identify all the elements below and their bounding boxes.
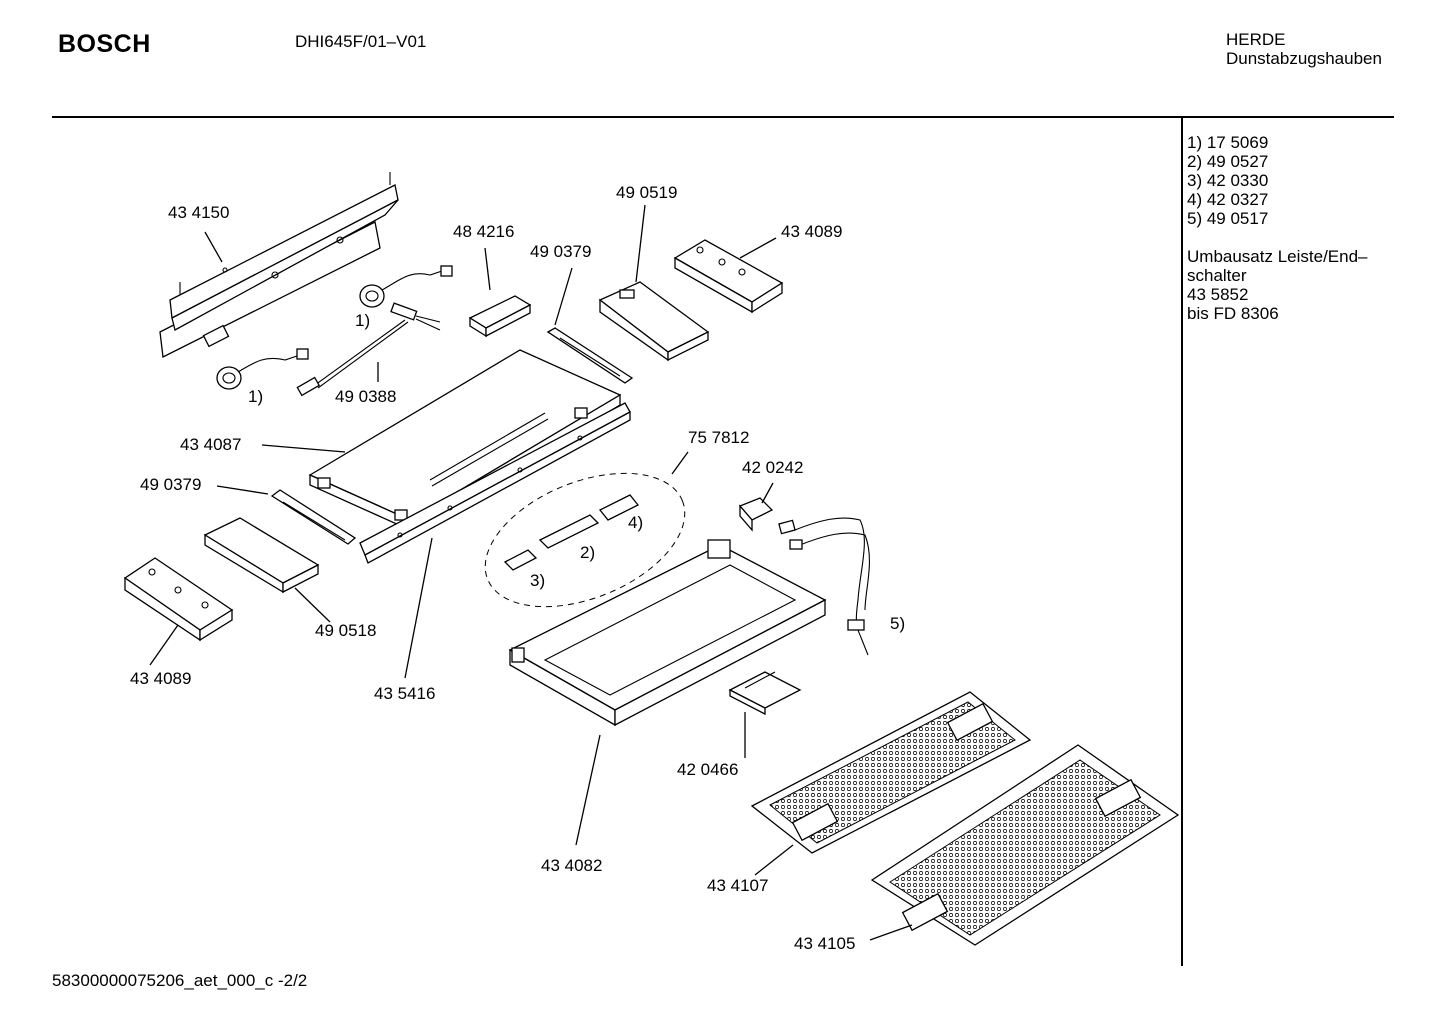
model-number: DHI645F/01–V01 — [295, 32, 427, 51]
label-434105: 43 4105 — [794, 934, 855, 953]
label-490388: 49 0388 — [335, 387, 396, 406]
label-note-1-upper: 1) — [355, 311, 370, 330]
label-434107: 43 4107 — [707, 876, 768, 895]
note-item-4: 4) 42 0327 — [1187, 190, 1269, 209]
cover-420466 — [728, 671, 802, 716]
document-id: 58300000075206_aet_000_c -2/2 — [52, 971, 308, 990]
label-note-4: 4) — [628, 513, 643, 532]
note-item-5: 5) 49 0517 — [1187, 209, 1269, 228]
label-note-2: 2) — [580, 543, 595, 562]
note-item-3: 3) 42 0330 — [1187, 171, 1269, 190]
lamp-holder-lower — [216, 348, 309, 390]
note-item-1: 1) 17 5069 — [1187, 133, 1269, 152]
label-434089-lower: 43 4089 — [130, 669, 191, 688]
note-item-2: 2) 49 0527 — [1187, 152, 1269, 171]
switch-strip-lower — [270, 489, 357, 545]
kit-line-1: Umbausatz Leiste/End– — [1187, 247, 1368, 266]
label-490519: 49 0519 — [616, 183, 677, 202]
notes-panel: 1) 17 5069 2) 49 0527 3) 42 0330 4) 42 0… — [1187, 133, 1368, 323]
filter-434107 — [750, 691, 1032, 854]
label-420242: 42 0242 — [742, 458, 803, 477]
label-435416: 43 5416 — [374, 684, 435, 703]
label-484216: 48 4216 — [453, 222, 514, 241]
switch-strip-upper — [546, 327, 634, 384]
category-title: HERDE — [1226, 30, 1286, 49]
switch-group-757812 — [484, 472, 686, 608]
kit-line-4: bis FD 8306 — [1187, 304, 1279, 323]
part-labels: 43 4150 48 4216 49 0379 49 0519 43 4089 … — [130, 183, 905, 953]
end-bracket-lower — [123, 557, 234, 642]
label-note-3: 3) — [530, 571, 545, 590]
ballast-484216 — [468, 295, 532, 338]
label-note-5: 5) — [890, 614, 905, 633]
label-490379-upper: 49 0379 — [530, 242, 591, 261]
brand-logo: BOSCH — [58, 30, 151, 58]
header-divider — [52, 116, 1394, 118]
label-757812: 75 7812 — [688, 428, 749, 447]
rail-434150 — [159, 172, 399, 358]
label-420466: 42 0466 — [677, 760, 738, 779]
tray-434082 — [508, 539, 827, 727]
category-block: HERDE Dunstabzugshauben — [1226, 30, 1382, 68]
label-490518: 49 0518 — [315, 621, 376, 640]
label-490379-lower: 49 0379 — [140, 475, 201, 494]
leader-lines — [149, 204, 913, 941]
label-434082: 43 4082 — [541, 856, 602, 875]
lamp-holder-upper — [359, 265, 453, 308]
switch-420242 — [738, 497, 774, 532]
label-434087: 43 4087 — [180, 435, 241, 454]
kit-line-3: 43 5852 — [1187, 285, 1249, 304]
label-note-1-lower: 1) — [248, 387, 263, 406]
electronics-box-490518 — [203, 517, 320, 594]
end-bracket-upper — [673, 239, 784, 314]
label-434089-upper: 43 4089 — [781, 222, 842, 241]
category-subtitle: Dunstabzugshauben — [1226, 49, 1382, 68]
cable-490388 — [296, 302, 441, 397]
notes-divider — [1181, 116, 1183, 966]
control-module-490519 — [598, 281, 710, 362]
kit-line-2: schalter — [1187, 266, 1247, 285]
trim-bar-435416 — [359, 402, 631, 564]
filter-434105 — [870, 744, 1180, 946]
label-434150: 43 4150 — [168, 203, 229, 222]
wiring-harness-5 — [778, 517, 870, 656]
